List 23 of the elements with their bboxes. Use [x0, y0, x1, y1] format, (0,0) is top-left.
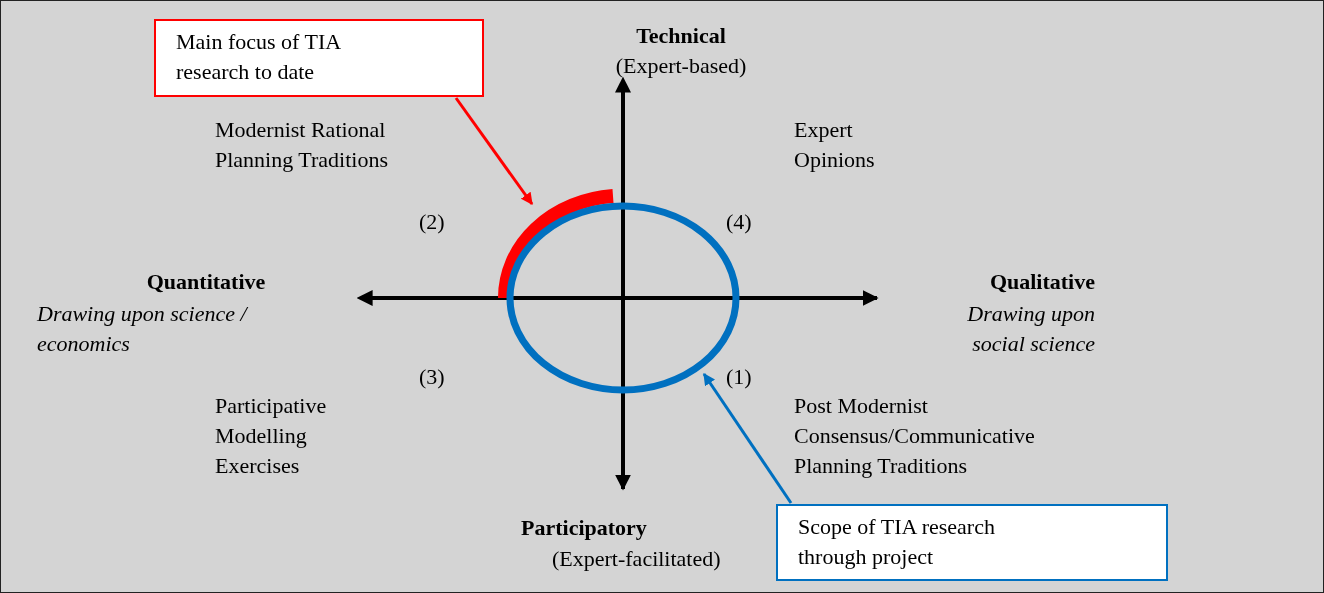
callout-text: Scope of TIA research through project: [798, 513, 996, 571]
quadrant-label: Modernist Rational Planning Traditions: [215, 116, 389, 174]
axis-subtitle: (Expert-based): [614, 52, 748, 80]
quadrant-number: (4): [726, 208, 753, 236]
axis-label: Quantitative: [145, 268, 267, 296]
axis-subtitle: (Expert-facilitated): [552, 545, 722, 573]
quadrant-label: Post Modernist Consensus/Communicative Planning Traditions: [794, 392, 1036, 480]
quadrant-number: (3): [419, 363, 446, 391]
quadrant-number: (2): [419, 208, 446, 236]
axis-label: Technical: [635, 22, 727, 50]
axis-label: Participatory: [521, 514, 648, 542]
axis-subtitle: Drawing upon science / economics: [37, 300, 249, 358]
quadrant-label: Participative Modelling Exercises: [215, 392, 328, 480]
callout-text: Main focus of TIA research to date: [176, 28, 342, 86]
leader-arrow: [702, 373, 793, 504]
axis-subtitle: Drawing upon social science: [966, 300, 1095, 358]
quadrant-label: Expert Opinions: [794, 116, 876, 174]
axis-label: Qualitative: [988, 268, 1095, 296]
callout-box: [154, 19, 484, 97]
callout-box: [776, 504, 1168, 581]
focus-arc: [498, 189, 614, 299]
leader-arrow: [454, 97, 534, 205]
quadrant-number: (1): [726, 363, 753, 391]
